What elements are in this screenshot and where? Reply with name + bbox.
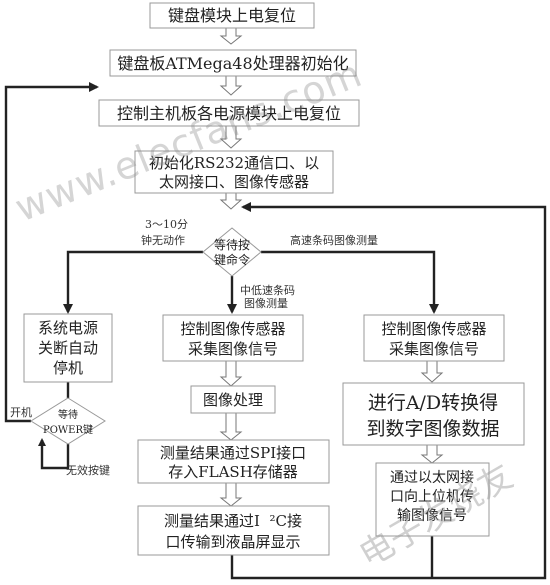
mid-capture-line2-text: 采集图像信号	[188, 340, 278, 358]
wait-cmd-line2-text: 键命令	[214, 252, 250, 267]
wait-power-line2-text: POWER键	[43, 423, 93, 436]
auto-off-line3-text: 停机	[53, 359, 83, 377]
spi-store-line1-text: 测量结果通过SPI接口	[160, 444, 306, 462]
high-capture-line1-text: 控制图像传感器	[381, 320, 486, 338]
main-power-reset-text: 控制主机板各电源模块上电复位	[117, 104, 341, 123]
ad-convert-line2-text: 到数字图像数据	[366, 418, 499, 440]
box-auto-shutdown: 系统电源 关断自动 停机	[23, 313, 113, 383]
label-mid-low-2: 图像测量	[244, 297, 288, 310]
box-i2c-display: 测量结果通过I ²C接 口传输到液晶屏显示	[137, 505, 330, 556]
box-spi-store: 测量结果通过SPI接口 存入FLASH存储器	[137, 439, 330, 484]
wait-power-line1-text: 等待	[58, 408, 78, 421]
auto-off-line1-text: 系统电源	[38, 319, 98, 337]
watermark-site: www.elecfans.com	[9, 51, 368, 230]
label-idle-timeout-1: 3～10分	[145, 218, 188, 231]
eth-upload-line3-text: 输图像信号	[397, 508, 467, 524]
box-image-processing: 图像处理	[190, 385, 276, 414]
label-idle-timeout-2: 钟无动作	[141, 233, 185, 247]
atmega-init-text: 键盘板ATMega48处理器初始化	[117, 54, 348, 73]
decision-wait-key: 等待按 键命令	[202, 227, 262, 277]
image-processing-text: 图像处理	[203, 391, 263, 409]
label-invalid-key: 无效按键	[66, 463, 110, 477]
label-mid-low-1: 中低速条码	[240, 283, 295, 297]
connectors	[4, 82, 547, 580]
eth-upload-line2-text: 口向上位机传	[390, 489, 474, 505]
box-high-capture: 控制图像传感器 采集图像信号	[363, 314, 505, 362]
init-line2-text: 太网接口、图像传感器	[159, 173, 309, 191]
spi-store-line2-text: 存入FLASH存储器	[168, 463, 298, 481]
box-keyboard-reset: 键盘模块上电复位	[149, 2, 315, 29]
box-ad-convert: 进行A/D转换得 到数字图像数据	[342, 382, 525, 446]
box-mid-capture: 控制图像传感器 采集图像信号	[162, 314, 304, 362]
auto-off-line2-text: 关断自动	[38, 339, 98, 357]
mid-capture-line1-text: 控制图像传感器	[180, 320, 285, 338]
box-eth-upload: 通过以太网接 口向上位机传 输图像信号	[375, 462, 490, 537]
i2c-display-line1-text: 测量结果通过I ²C接	[164, 512, 302, 530]
eth-upload-line1-text: 通过以太网接	[390, 469, 474, 486]
wait-cmd-line1-text: 等待按	[214, 238, 250, 252]
keyboard-reset-text: 键盘模块上电复位	[168, 6, 296, 25]
hollow-arrows	[219, 27, 444, 507]
i2c-display-line2-text: 口传输到液晶屏显示	[165, 533, 300, 551]
label-high-speed: 高速条码图像测量	[290, 233, 378, 247]
ad-convert-line1-text: 进行A/D转换得	[368, 392, 498, 414]
box-atmega-init: 键盘板ATMega48处理器初始化	[109, 49, 357, 77]
box-init-interfaces: 初始化RS232通信口、以 太网接口、图像传感器	[134, 150, 334, 194]
box-main-power-reset: 控制主机板各电源模块上电复位	[98, 99, 360, 127]
label-power-on: 开机	[10, 405, 32, 419]
decision-wait-power: 等待 POWER键	[30, 397, 106, 445]
watermark-site-text: www.elecfans.com	[9, 51, 368, 230]
high-capture-line2-text: 采集图像信号	[389, 340, 479, 358]
init-line1-text: 初始化RS232通信口、以	[149, 154, 319, 172]
